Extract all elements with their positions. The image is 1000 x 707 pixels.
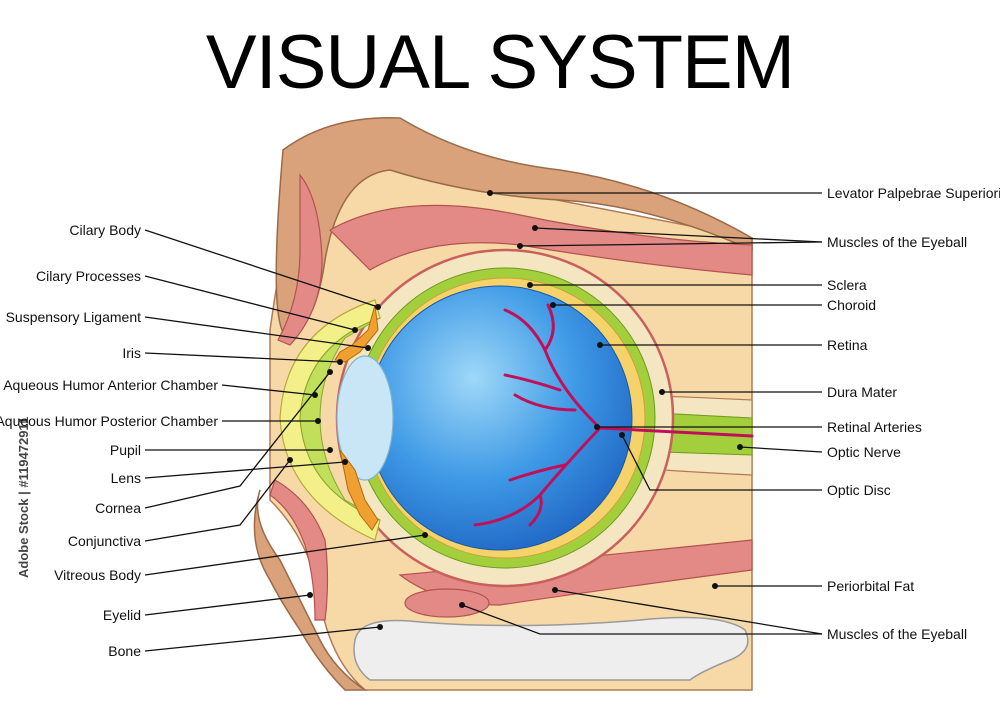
label-eyelid: Eyelid: [103, 607, 141, 623]
label-muscles-eyeball-lower: Muscles of the Eyeball: [827, 626, 967, 642]
upper-eyelid: [277, 173, 323, 346]
label-choroid: Choroid: [827, 297, 876, 313]
diagram-title: VISUAL SYSTEM: [206, 20, 794, 105]
right-leaders: [459, 190, 823, 635]
iris-lower: [339, 449, 379, 531]
label-vitreous-body: Vitreous Body: [54, 567, 141, 583]
label-lens: Lens: [111, 470, 141, 486]
lower-skin: [253, 489, 368, 691]
stock-id-text: Adobe Stock | #119472911: [16, 417, 31, 578]
label-muscles-eyeball-upper: Muscles of the Eyeball: [827, 234, 967, 250]
label-bone: Bone: [108, 643, 141, 659]
label-levator-palpebrae: Levator Palpebrae Superioris: [827, 185, 1000, 201]
left-leaders: [144, 229, 428, 652]
left-labels: Cilary Body Cilary Processes Suspensory …: [0, 222, 218, 659]
lens: [336, 355, 394, 481]
levator-muscle: [329, 204, 753, 276]
eye-cross-section: [253, 117, 754, 691]
label-optic-nerve: Optic Nerve: [827, 444, 901, 460]
label-sclera: Sclera: [827, 277, 867, 293]
label-conjunctiva: Conjunctiva: [68, 533, 141, 549]
label-ciliary-processes: Cilary Processes: [36, 268, 141, 284]
label-suspensory-ligament: Suspensory Ligament: [6, 309, 142, 325]
inferior-oblique-muscle: [404, 588, 490, 618]
label-cornea: Cornea: [95, 500, 141, 516]
lower-eyelid: [269, 479, 329, 621]
label-optic-disc: Optic Disc: [827, 482, 891, 498]
label-aqueous-posterior: Aqueous Humor Posterior Chamber: [0, 413, 218, 429]
right-labels: Levator Palpebrae Superioris Muscles of …: [827, 185, 1000, 642]
label-ciliary-body: Cilary Body: [69, 222, 141, 238]
label-iris: Iris: [122, 345, 141, 361]
label-retina: Retina: [827, 337, 868, 353]
orbital-bone: [353, 616, 749, 681]
iris-upper: [334, 304, 379, 363]
label-aqueous-anterior: Aqueous Humor Anterior Chamber: [3, 377, 218, 393]
retinal-arteries: [473, 303, 754, 527]
label-retinal-arteries: Retinal Arteries: [827, 419, 922, 435]
label-pupil: Pupil: [110, 442, 141, 458]
label-periorbital-fat: Periorbital Fat: [827, 578, 914, 594]
vitreous-body: [367, 285, 633, 551]
label-dura-mater: Dura Mater: [827, 384, 897, 400]
